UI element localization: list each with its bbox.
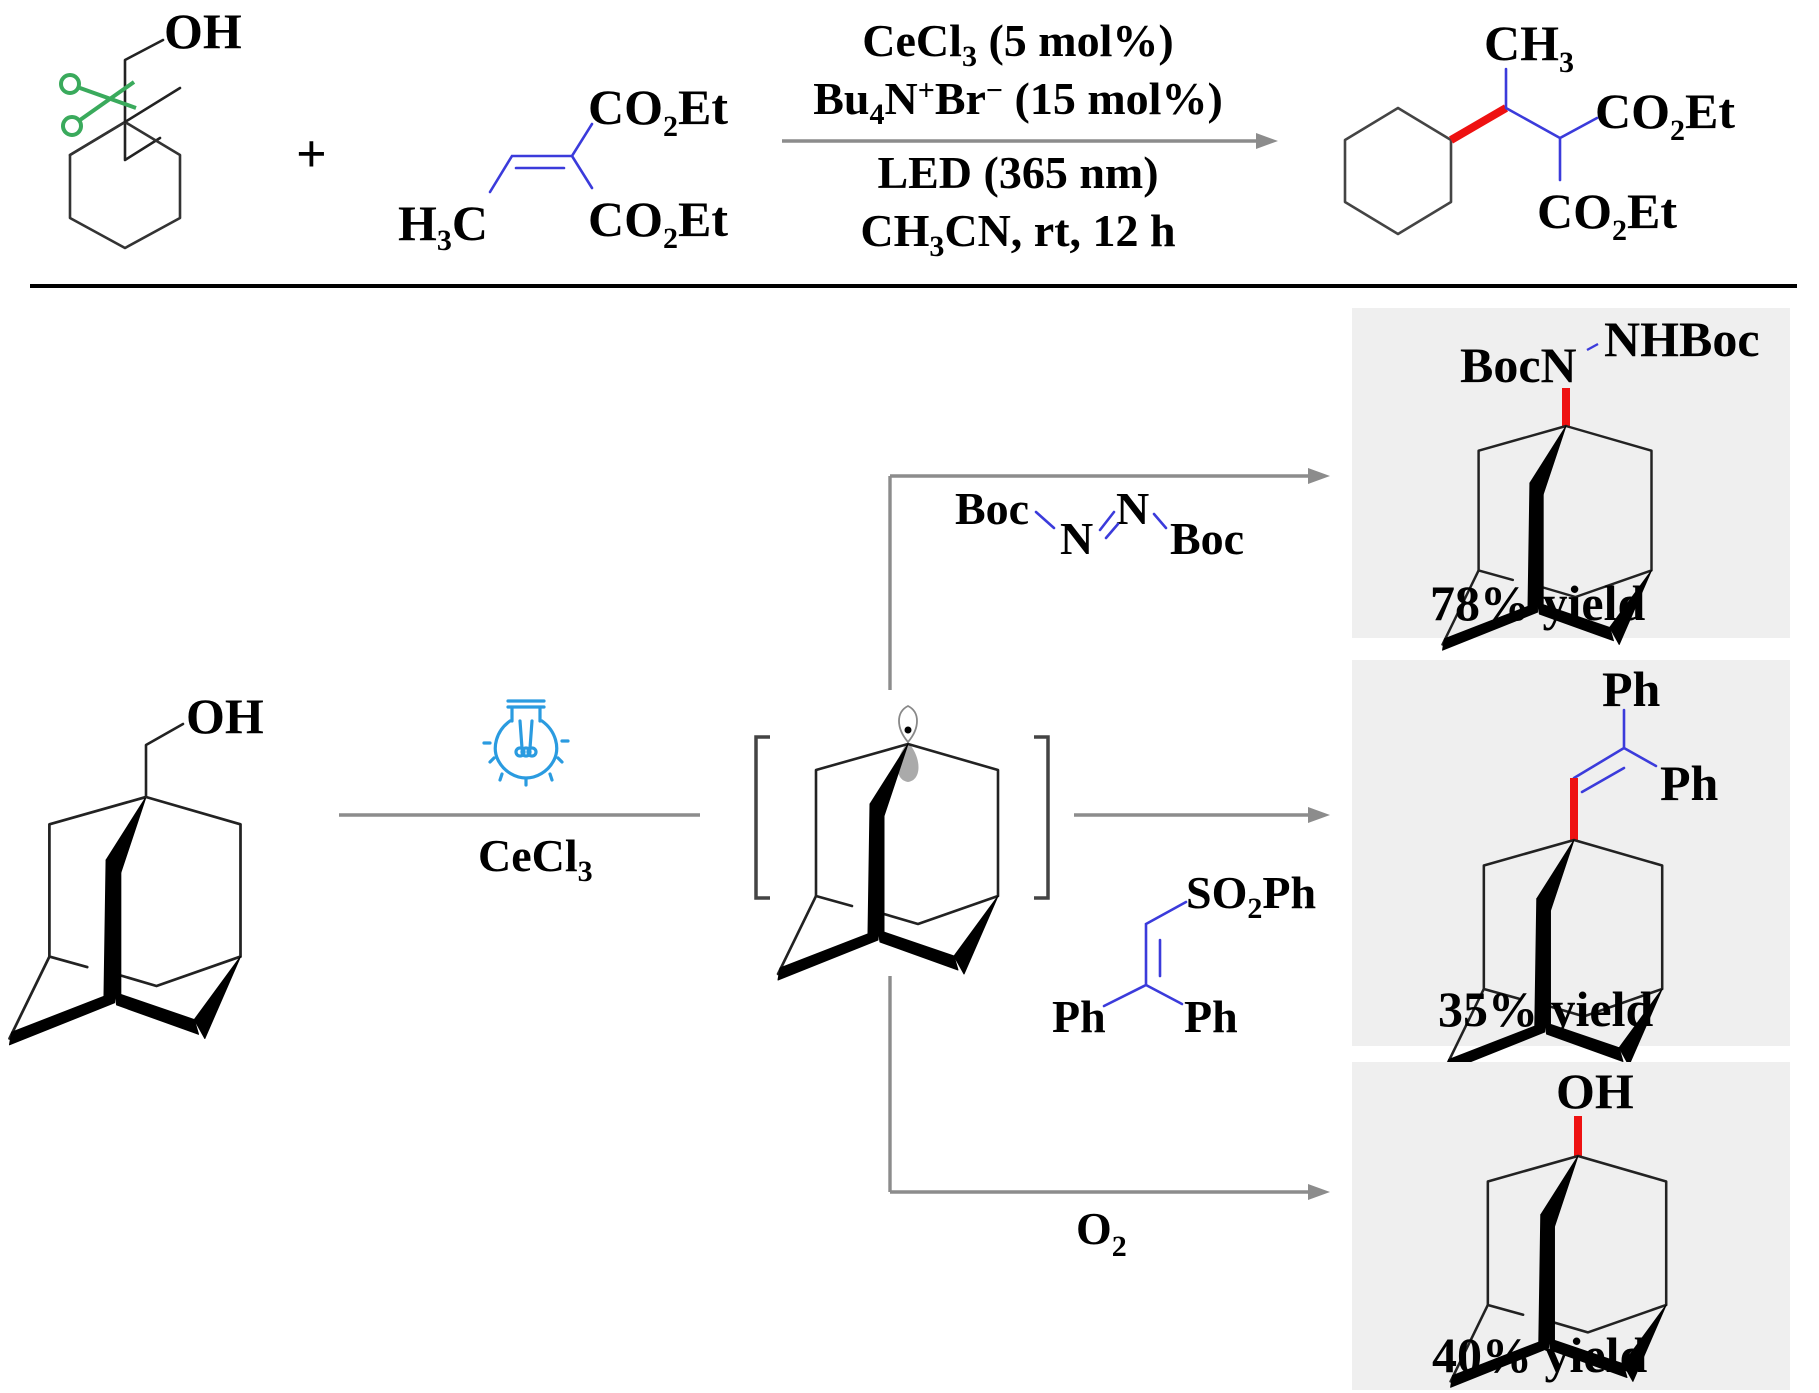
ph-label: Ph [1602,661,1661,717]
oh-label: OH [186,688,264,744]
bracket-left [754,735,770,900]
product-ester-top: CO2Et [1595,83,1735,147]
product-panel-hydrazine: BocN NHBoc 78% yield [1352,308,1790,652]
plus-sign: + [296,124,327,184]
scissors-icon [59,73,137,137]
condition-solvent: CH3CN, rt, 12 h [860,205,1175,263]
product-top: CH3 CO2Et CO2Et [1343,15,1735,247]
light-bulb-icon [482,699,570,787]
arrowhead [1256,133,1278,149]
oh-label: OH [1556,1063,1634,1119]
yield-label: 78% yield [1430,575,1645,631]
step-reagent-label: CeCl3 [478,830,593,888]
yield-label: 40% yield [1432,1327,1647,1383]
nhboc-label: NHBoc [1604,311,1760,367]
reactant-alkylidene-malonate: H3C CO2Et CO2Et [398,79,728,257]
yield-label: 35% yield [1438,981,1653,1037]
o2-label: O2 [1076,1203,1127,1263]
condition-additive: Bu4N+Br− (15 mol%) [813,73,1223,131]
condition-light: LED (365 nm) [877,147,1158,198]
reaction-conditions: CeCl3 (5 mol%) Bu4N+Br− (15 mol%) LED (3… [782,15,1278,263]
product-panel-alkene: Ph Ph 35% yield [1352,660,1790,1073]
n-label: N [1116,483,1149,534]
reagent-vinyl-sulfone: SO2Ph Ph Ph [1052,867,1316,1042]
radical-dot [904,726,912,734]
ph-label: Ph [1052,991,1106,1042]
bocn-label: BocN [1460,337,1577,393]
ch3-label: CH3 [1484,15,1574,79]
condition-catalyst: CeCl3 (5 mol%) [862,15,1173,73]
product-panel-alcohol: OH 40% yield [1352,1062,1790,1390]
oh-label: OH [164,3,242,59]
ester-top-label: CO2Et [588,79,728,143]
h3c-label: H3C [398,195,488,257]
ph-label: Ph [1660,755,1719,811]
ph-label: Ph [1184,991,1238,1042]
boc-label: Boc [955,483,1029,534]
boc-label: Boc [1170,513,1244,564]
so2ph-label: SO2Ph [1186,867,1316,925]
ester-bottom-label: CO2Et [588,191,728,255]
reagent-azodicarboxylate: Boc N N Boc [955,483,1244,564]
orbital-lobe-top [898,704,918,744]
product-ester-bottom: CO2Et [1537,183,1677,247]
bracket-right [1034,735,1050,900]
substrate-adamantylmethanol: OH [8,688,264,1047]
reactant-cyclohexylmethanol: OH [59,3,242,250]
adamantyl-radical-intermediate [754,704,1050,982]
n-label: N [1060,513,1093,564]
